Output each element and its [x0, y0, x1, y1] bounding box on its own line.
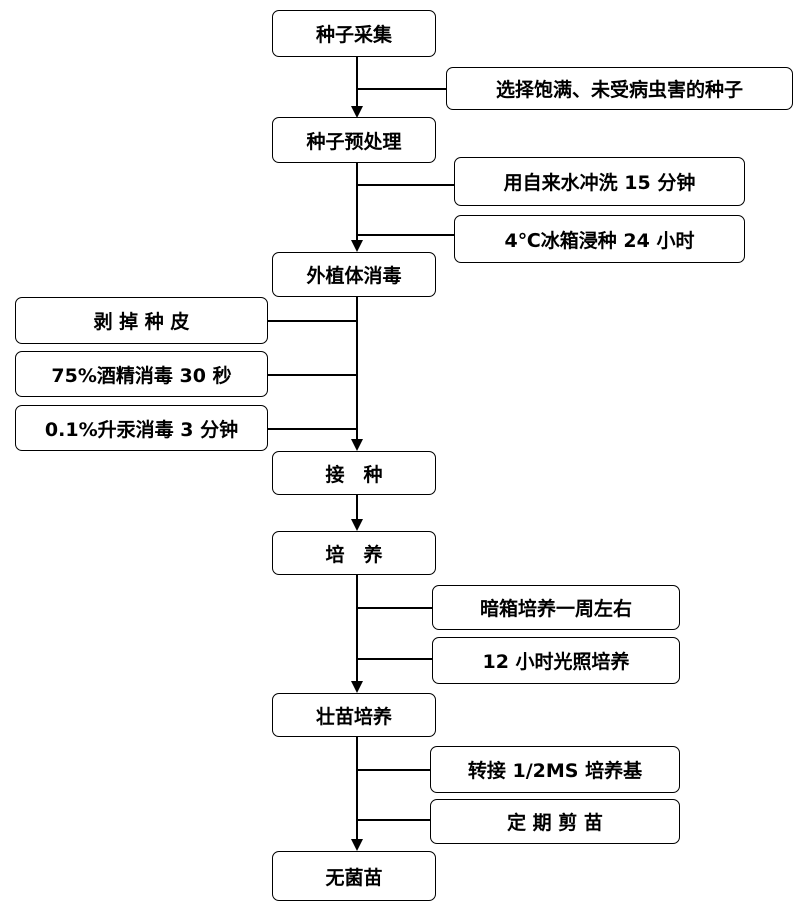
- note-soak: 4℃冰箱浸种 24 小时: [454, 215, 745, 263]
- connector-line: [356, 737, 358, 839]
- note-trim: 定 期 剪 苗: [430, 799, 680, 844]
- step-sterile-seedling: 无菌苗: [272, 851, 436, 901]
- step-seed-pretreatment: 种子预处理: [272, 117, 436, 163]
- arrow-down-icon: [351, 439, 363, 451]
- note-light-culture: 12 小时光照培养: [432, 637, 680, 684]
- step-seedling-strengthening: 壮苗培养: [272, 693, 436, 737]
- branch-line: [268, 374, 358, 376]
- branch-line: [268, 320, 358, 322]
- arrow-down-icon: [351, 240, 363, 252]
- arrow-down-icon: [351, 519, 363, 531]
- branch-line: [356, 769, 432, 771]
- branch-line: [356, 658, 434, 660]
- branch-line: [356, 88, 448, 90]
- connector-line: [356, 163, 358, 241]
- branch-line: [356, 234, 456, 236]
- note-mercury: 0.1%升汞消毒 3 分钟: [15, 405, 268, 451]
- connector-line: [356, 495, 358, 520]
- step-seed-collection: 种子采集: [272, 10, 436, 57]
- step-explant-disinfection: 外植体消毒: [272, 252, 436, 297]
- branch-line: [356, 184, 456, 186]
- branch-line: [356, 819, 432, 821]
- note-alcohol: 75%酒精消毒 30 秒: [15, 351, 268, 397]
- note-peel: 剥 掉 种 皮: [15, 297, 268, 344]
- connector-line: [356, 575, 358, 681]
- step-culture: 培 养: [272, 531, 436, 575]
- step-inoculation: 接 种: [272, 451, 436, 495]
- connector-line: [356, 57, 358, 108]
- arrow-down-icon: [351, 681, 363, 693]
- note-dark-culture: 暗箱培养一周左右: [432, 585, 680, 630]
- branch-line: [356, 607, 434, 609]
- note-transfer: 转接 1/2MS 培养基: [430, 746, 680, 793]
- arrow-down-icon: [351, 839, 363, 851]
- note-select-seeds: 选择饱满、未受病虫害的种子: [446, 67, 793, 110]
- branch-line: [268, 428, 358, 430]
- arrow-down-icon: [351, 106, 363, 118]
- note-rinse: 用自来水冲洗 15 分钟: [454, 157, 745, 206]
- connector-line: [356, 297, 358, 439]
